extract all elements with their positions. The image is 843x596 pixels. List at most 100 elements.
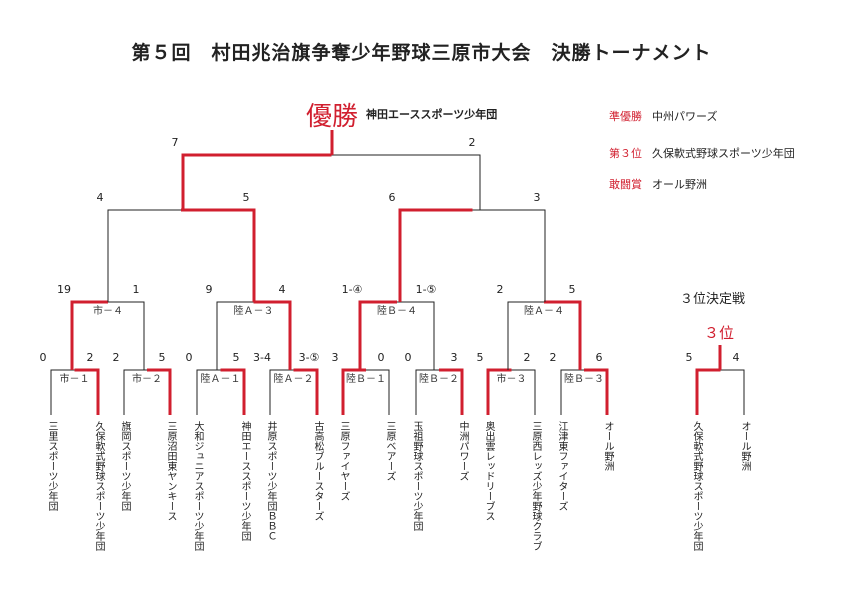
winner-path — [695, 368, 721, 415]
score-left: 2 — [497, 283, 504, 296]
award-team: 中州パワーズ — [652, 110, 718, 123]
score-right: 5 — [159, 351, 166, 364]
third-place-title: ３位決定戦 — [680, 292, 746, 307]
team-name: 三原ファイヤーズ — [338, 421, 349, 501]
match-label: 市－４ — [93, 304, 123, 317]
winner-path — [181, 153, 332, 210]
award-label: 準優勝 — [609, 110, 642, 123]
award-label: 敢闘賞 — [609, 178, 642, 191]
champion-team: 神田エーススポーツ少年団 — [366, 108, 498, 121]
match-label: 陸Ｂ－３ — [564, 372, 604, 385]
third-place-position: ３位 — [704, 324, 735, 342]
page-title: 第５回 村田兆治旗争奪少年野球三原市大会 決勝トーナメント — [131, 42, 712, 64]
bracket-line — [366, 369, 390, 415]
team-name: 中洲パワーズ — [457, 421, 468, 481]
score-right: 6 — [596, 351, 603, 364]
match-label: 陸Ｂ－１ — [346, 372, 386, 385]
winner-path — [439, 368, 464, 415]
match-label: 陸Ａ－１ — [201, 372, 241, 385]
score-right: 0 — [378, 351, 385, 364]
winner-path — [358, 300, 397, 370]
winner-path — [293, 368, 319, 415]
team-name: 大和ジュニアスポーツ少年団 — [192, 421, 203, 551]
score-left: 2 — [113, 351, 120, 364]
award-fighting-spirit: 敢闘賞オール野洲 — [598, 176, 707, 192]
score-right: 3-⑤ — [299, 351, 320, 364]
bracket-line — [415, 369, 439, 415]
bracket-line — [507, 301, 544, 370]
team-name: 古高松ブルースターズ — [312, 421, 323, 521]
score-right: 3 — [451, 351, 458, 364]
score-left: 7 — [172, 136, 179, 149]
score-left: 0 — [186, 351, 193, 364]
champion-mark: 優勝 — [306, 102, 359, 132]
team-name: 井原スポーツ少年団ＢＢＣ — [265, 421, 276, 541]
bracket-line — [472, 209, 546, 302]
bracket-line — [511, 369, 536, 415]
bracket-line — [560, 369, 584, 415]
score-left: 1-④ — [342, 283, 363, 296]
bracket-line — [720, 369, 745, 415]
team-name: 旗岡スポーツ少年団 — [119, 421, 130, 511]
score-right: 3 — [534, 191, 541, 204]
match-label: 陸Ａ－３ — [234, 304, 274, 317]
score-left: 5 — [686, 351, 693, 364]
bracket-line — [331, 154, 481, 210]
bracket-line — [397, 301, 435, 370]
team-name: 江津東ファイターズ — [556, 421, 567, 511]
award-team: オール野洲 — [652, 178, 707, 191]
bracket-line — [123, 369, 147, 415]
winner-path — [584, 368, 609, 415]
team-name: 三原西レッズ少年野球クラブ — [530, 421, 541, 551]
winner-path — [220, 368, 246, 415]
match-label: 陸Ｂ－４ — [377, 304, 417, 317]
score-right: 2 — [524, 351, 531, 364]
winner-path — [74, 368, 100, 415]
match-label: 陸Ａ－４ — [524, 304, 564, 317]
score-left: 3 — [332, 351, 339, 364]
score-right: 5 — [233, 351, 240, 364]
score-right: 2 — [469, 136, 476, 149]
award-runner-up: 準優勝中州パワーズ — [598, 108, 717, 124]
winner-path — [486, 368, 512, 415]
match-label: 市－３ — [497, 372, 527, 385]
score-left: 9 — [206, 283, 213, 296]
winner-path — [70, 300, 108, 370]
award-third: 第３位久保軟式野球スポーツ少年団 — [598, 145, 795, 161]
bracket-line — [50, 369, 75, 415]
winner-path — [544, 300, 582, 370]
team-name: 神田エーススポーツ少年団 — [239, 421, 250, 541]
score-left: 3-4 — [253, 351, 271, 364]
team-name: オール野洲 — [602, 421, 613, 471]
team-name: 三里スポーツ少年団 — [46, 421, 57, 511]
bracket-line — [216, 301, 254, 370]
score-right: 4 — [279, 283, 286, 296]
score-right: 5 — [243, 191, 250, 204]
winner-path — [398, 208, 473, 302]
team-name: 久保軟式野球スポーツ少年団 — [93, 421, 104, 551]
match-label: 市－１ — [60, 372, 90, 385]
score-right: 5 — [569, 283, 576, 296]
score-left: 0 — [405, 351, 412, 364]
winner-path — [253, 300, 292, 370]
winner-path — [147, 368, 172, 415]
match-label: 陸Ｂ－２ — [419, 372, 459, 385]
score-right: 4 — [733, 351, 740, 364]
winner-path — [181, 208, 256, 302]
match-label: 市－２ — [132, 372, 162, 385]
score-right: 1-⑤ — [416, 283, 437, 296]
bracket-line — [108, 301, 145, 370]
award-team: 久保軟式野球スポーツ少年団 — [652, 147, 795, 160]
match-label: 陸Ａ－２ — [274, 372, 314, 385]
winner-path — [341, 368, 366, 415]
team-name: 奥出雲レッドリーブス — [483, 421, 494, 521]
score-right: 1 — [133, 283, 140, 296]
team-name: 三原ベアーズ — [384, 421, 395, 481]
bracket-lines — [50, 130, 745, 415]
bracket-line — [107, 209, 181, 302]
score-left: 19 — [57, 283, 71, 296]
score-left: 5 — [477, 351, 484, 364]
score-right: 2 — [87, 351, 94, 364]
